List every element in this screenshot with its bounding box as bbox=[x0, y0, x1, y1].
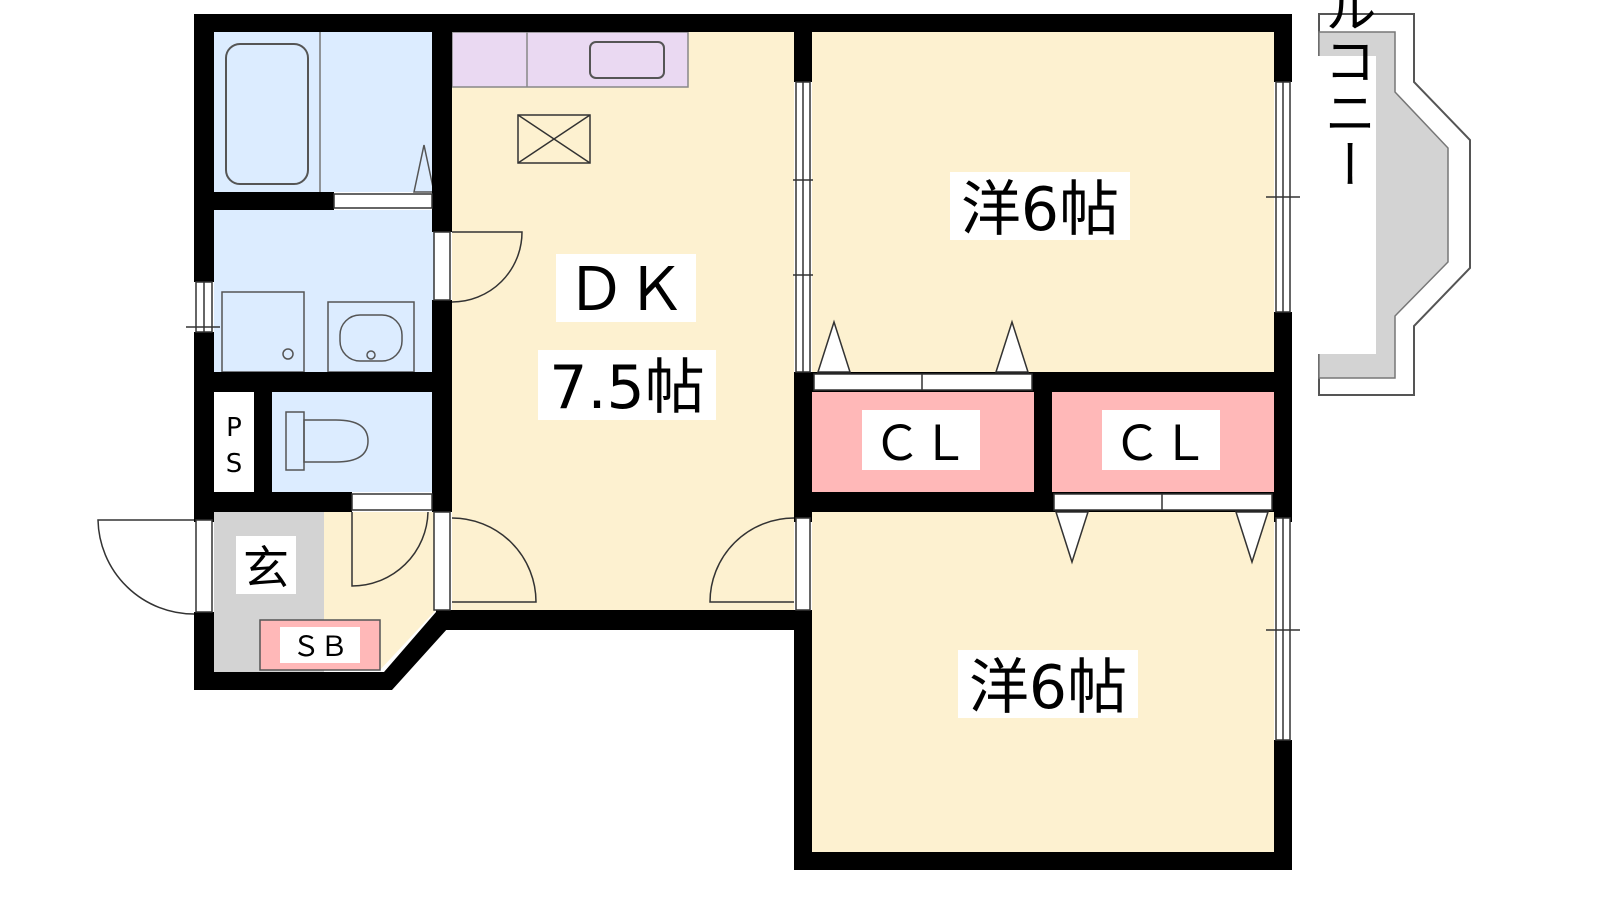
closet-left-label: ＣＬ bbox=[873, 416, 969, 472]
pipe-space-label-s: S bbox=[226, 449, 243, 479]
kitchen-sink bbox=[589, 41, 665, 79]
entrance-label-bg bbox=[236, 536, 296, 594]
toilet-bowl bbox=[303, 419, 369, 463]
western-room-bottom-label: 洋6帖 bbox=[969, 653, 1127, 723]
western-room-top-label: 洋6帖 bbox=[961, 175, 1119, 245]
vent-x-2 bbox=[517, 114, 591, 164]
vent-hood bbox=[517, 114, 591, 164]
drain bbox=[282, 348, 294, 360]
bath-door-mark bbox=[413, 144, 435, 193]
door-swings bbox=[97, 231, 811, 615]
wash-basin bbox=[339, 314, 403, 362]
windows bbox=[195, 81, 1291, 741]
balcony-label-bg bbox=[1314, 56, 1376, 354]
window-ticks bbox=[186, 179, 1300, 631]
closet-right-label: ＣＬ bbox=[1113, 416, 1209, 472]
toilet-floor bbox=[272, 392, 436, 492]
dk-label-bg bbox=[556, 254, 696, 322]
dk-size-label-bg bbox=[538, 350, 716, 420]
entrance-label: 玄 bbox=[243, 541, 289, 595]
closet-doors bbox=[813, 319, 1273, 565]
shoe-box-label: ＳＢ bbox=[292, 630, 348, 663]
shoe-box-label-bg bbox=[280, 627, 360, 663]
closet-left-label-bg bbox=[862, 410, 980, 470]
washroom-floor bbox=[214, 210, 436, 372]
wash-basin-drain bbox=[366, 350, 376, 360]
walls bbox=[194, 14, 1292, 870]
pipe-space-label-p: P bbox=[226, 413, 242, 443]
pipe-space bbox=[214, 392, 254, 492]
closet-right-label-bg bbox=[1102, 410, 1220, 470]
western-room-top-label-bg bbox=[950, 172, 1130, 240]
bathtub bbox=[225, 43, 309, 185]
western-room-bottom-label-bg bbox=[958, 650, 1138, 718]
dk-size-label: 7.5帖 bbox=[549, 353, 704, 423]
bathroom-floor bbox=[214, 32, 436, 192]
dk-label: ＤＫ bbox=[566, 255, 686, 325]
balcony-label: バルコニー bbox=[1315, 0, 1375, 190]
